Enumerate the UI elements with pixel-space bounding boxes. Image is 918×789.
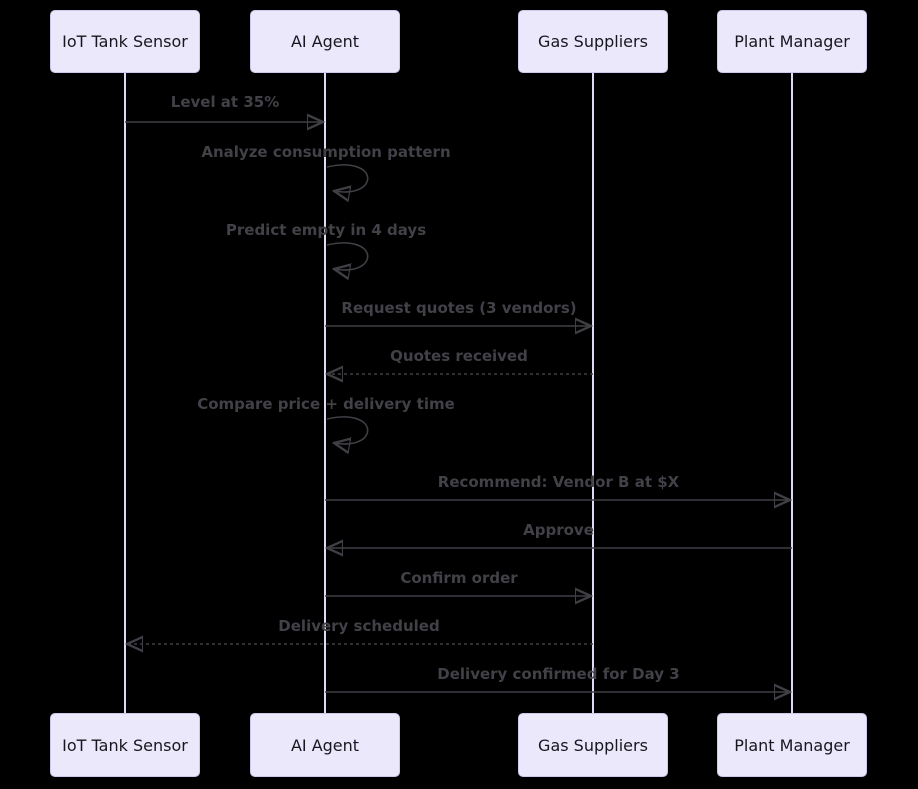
actor-top-ai-agent: AI Agent	[250, 10, 400, 73]
actor-bottom-ai-agent: AI Agent	[250, 713, 400, 777]
message-arrow-3-self-loop	[326, 242, 369, 270]
message-arrow-2-self-loop	[326, 164, 369, 192]
lifeline-ai-agent	[324, 73, 326, 714]
message-arrow-6-self-loop	[326, 416, 369, 444]
message-label-recommend-vendor: Recommend: Vendor B at $X	[437, 473, 680, 491]
message-label-request-quotes: Request quotes (3 vendors)	[341, 299, 577, 317]
lifeline-gas-suppliers	[592, 73, 594, 714]
message-label-analyze-consumption: Analyze consumption pattern	[201, 143, 451, 161]
message-label-level-at-35: Level at 35%	[170, 93, 280, 111]
message-label-compare-price: Compare price + delivery time	[197, 395, 455, 413]
message-label-approve: Approve	[523, 521, 594, 539]
actor-bottom-iot-tank-sensor: IoT Tank Sensor	[50, 713, 200, 777]
message-label-delivery-confirmed: Delivery confirmed for Day 3	[437, 665, 680, 683]
actor-top-iot-tank-sensor: IoT Tank Sensor	[50, 10, 200, 73]
lifeline-plant-manager	[791, 73, 793, 714]
actor-bottom-gas-suppliers: Gas Suppliers	[518, 713, 668, 777]
actor-top-plant-manager: Plant Manager	[717, 10, 867, 73]
message-label-quotes-received: Quotes received	[390, 347, 528, 365]
lifeline-iot-tank-sensor	[124, 73, 126, 714]
actor-bottom-plant-manager: Plant Manager	[717, 713, 867, 777]
message-label-confirm-order: Confirm order	[400, 569, 518, 587]
actor-top-gas-suppliers: Gas Suppliers	[518, 10, 668, 73]
message-label-predict-empty: Predict empty in 4 days	[225, 221, 427, 239]
message-label-delivery-scheduled: Delivery scheduled	[278, 617, 440, 635]
